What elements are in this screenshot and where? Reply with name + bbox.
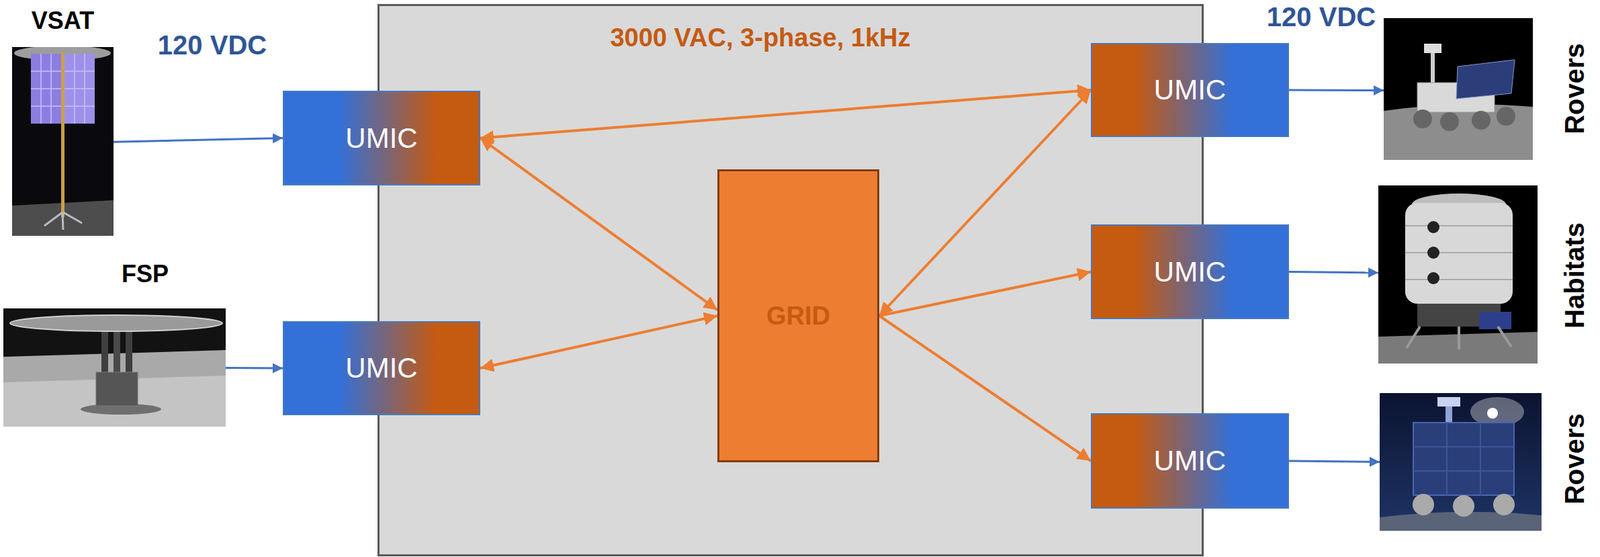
source-load-picture: VSAT: [12, 6, 114, 236]
voltage-label: 120 VDC: [1266, 2, 1376, 33]
box-label: UMIC: [1153, 444, 1226, 477]
grid-region: 3000 VAC, 3-phase, 1kHzGRID: [377, 4, 1204, 557]
ac-connector: [480, 138, 718, 311]
habitat-illustration: [1378, 185, 1538, 364]
box-label: UMIC: [1153, 255, 1226, 289]
rover-illustration: [1383, 18, 1533, 160]
picture-heading: VSAT: [31, 6, 95, 35]
converter-box: UMIC: [1090, 413, 1290, 509]
grid-box: GRID: [717, 169, 880, 463]
dc-connector: [225, 366, 283, 370]
converter-box: UMIC: [282, 90, 481, 186]
dc-connector: [113, 138, 283, 143]
region-title: 3000 VAC, 3-phase, 1kHz: [609, 23, 911, 53]
ac-connector: [480, 315, 718, 369]
box-label: UMIC: [345, 122, 418, 155]
box-label: UMIC: [345, 351, 418, 385]
source-load-picture: FSP: [3, 258, 226, 427]
source-load-picture: Rovers: [1379, 392, 1542, 531]
converter-box: UMIC: [1090, 224, 1290, 320]
box-label: UMIC: [1153, 73, 1226, 107]
picture-heading: Rovers: [1559, 413, 1590, 505]
voltage-label: 120 VDC: [157, 30, 267, 61]
ac-connector: [879, 90, 1091, 316]
converter-box: UMIC: [282, 321, 481, 416]
rover-illustration: [1379, 392, 1542, 531]
converter-box: UMIC: [1090, 42, 1290, 138]
vsat-illustration: [12, 47, 114, 236]
fsp-illustration: [3, 308, 226, 427]
dc-connector: [1289, 89, 1384, 93]
picture-heading: Habitats: [1559, 222, 1590, 329]
picture-heading: Rovers: [1559, 42, 1590, 135]
dc-connector: [1289, 272, 1379, 273]
ac-connector: [480, 90, 1091, 139]
dc-connector: [1289, 460, 1380, 463]
picture-heading: FSP: [121, 259, 169, 289]
source-load-picture: Rovers: [1383, 18, 1533, 160]
source-load-picture: Habitats: [1378, 185, 1538, 364]
ac-connector: [879, 272, 1091, 317]
box-label: GRID: [766, 301, 831, 331]
ac-connector: [879, 315, 1091, 461]
